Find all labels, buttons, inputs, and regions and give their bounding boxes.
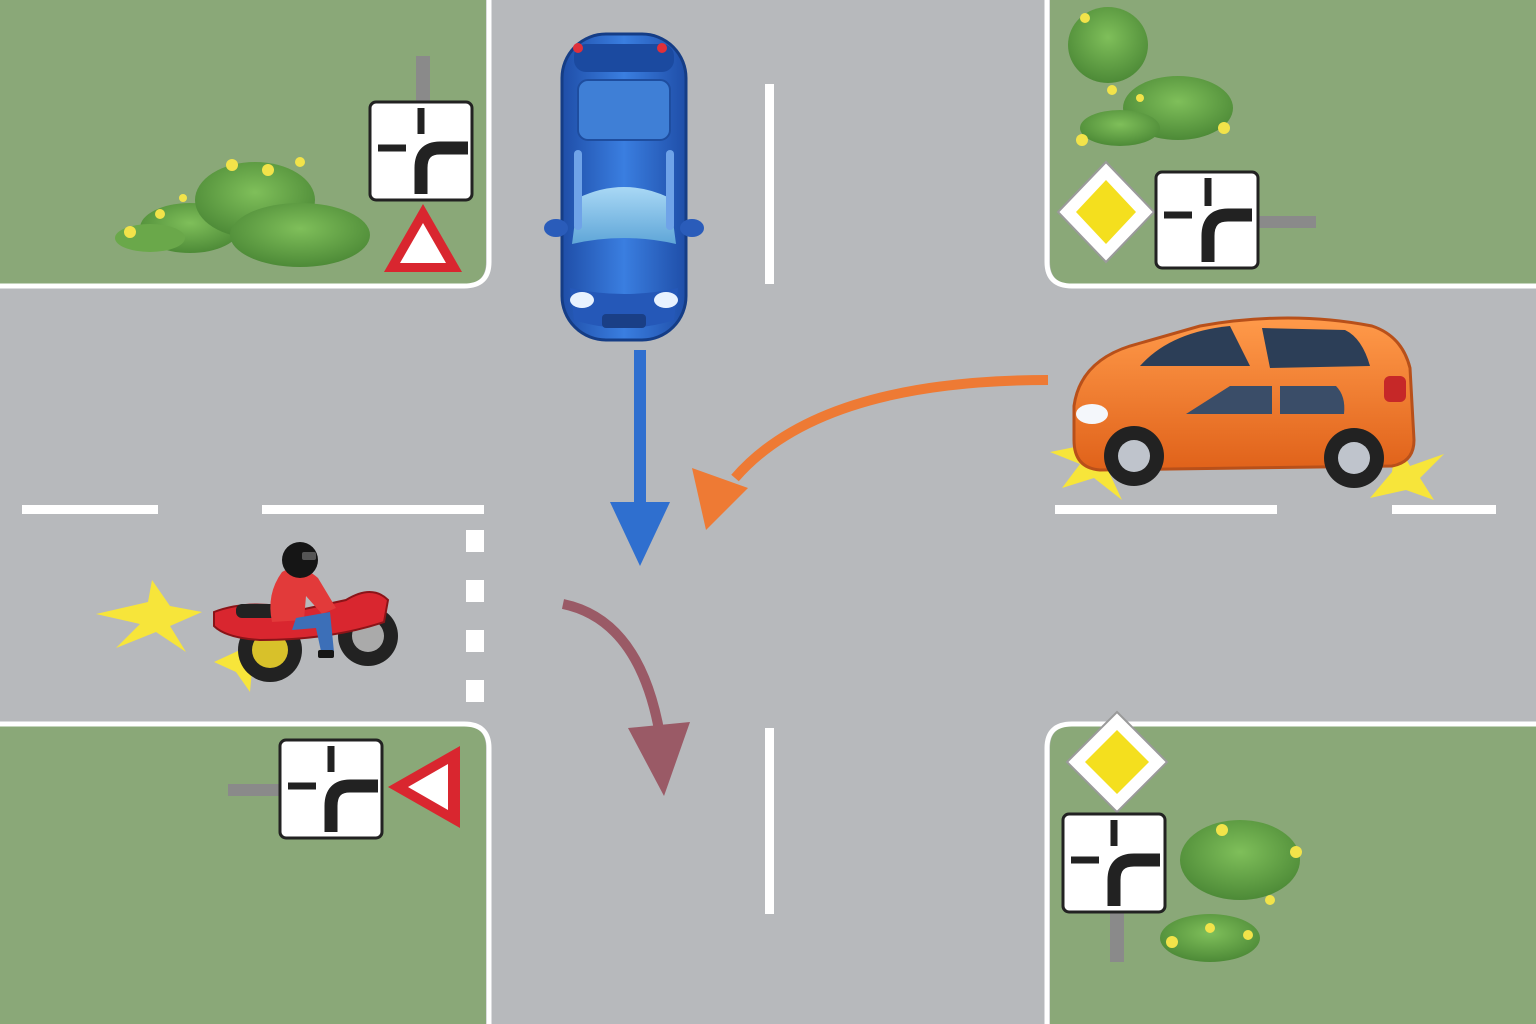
motorcycle [213, 542, 398, 682]
grass-south-west [0, 726, 486, 1024]
blue-car [544, 32, 704, 342]
center-line-north [765, 84, 774, 284]
priority-road-layout-sign [1061, 812, 1167, 914]
signs-south-west [228, 738, 460, 840]
lane-markings [22, 84, 1496, 914]
orange-car [1072, 316, 1416, 488]
bushes [115, 7, 1302, 962]
rider [270, 542, 336, 658]
bush-north-east [1068, 7, 1233, 146]
blue-car-path-arrow [610, 350, 670, 566]
center-line-west-2 [262, 505, 484, 514]
yield-sign [388, 746, 460, 828]
grass-north-west [0, 0, 486, 284]
center-line-west-1 [22, 505, 158, 514]
signs-north-east [1056, 160, 1316, 270]
motorcycle-signal-rear [96, 580, 202, 652]
orange-car-signal-rear [1370, 440, 1444, 500]
center-line-east-2 [1392, 505, 1496, 514]
priority-road-layout-sign [368, 100, 474, 202]
flowers [124, 13, 1302, 948]
priority-road-layout-sign [1154, 170, 1260, 270]
signs-north-west [368, 56, 474, 272]
priority-road-sign [1065, 710, 1169, 814]
priority-road-sign [1056, 160, 1156, 264]
signs-south-east [1061, 710, 1169, 962]
yield-line-west [466, 530, 484, 702]
motorcycle-path-arrow [561, 599, 690, 796]
orange-car-path-arrow [692, 375, 1049, 530]
priority-road-layout-sign [278, 738, 384, 840]
movement-arrows [561, 350, 1049, 796]
center-line-south [765, 728, 774, 914]
yield-sign [384, 204, 462, 272]
center-line-east-1 [1055, 505, 1277, 514]
bush-north-west [115, 162, 370, 267]
bush-south-east [1160, 820, 1300, 962]
